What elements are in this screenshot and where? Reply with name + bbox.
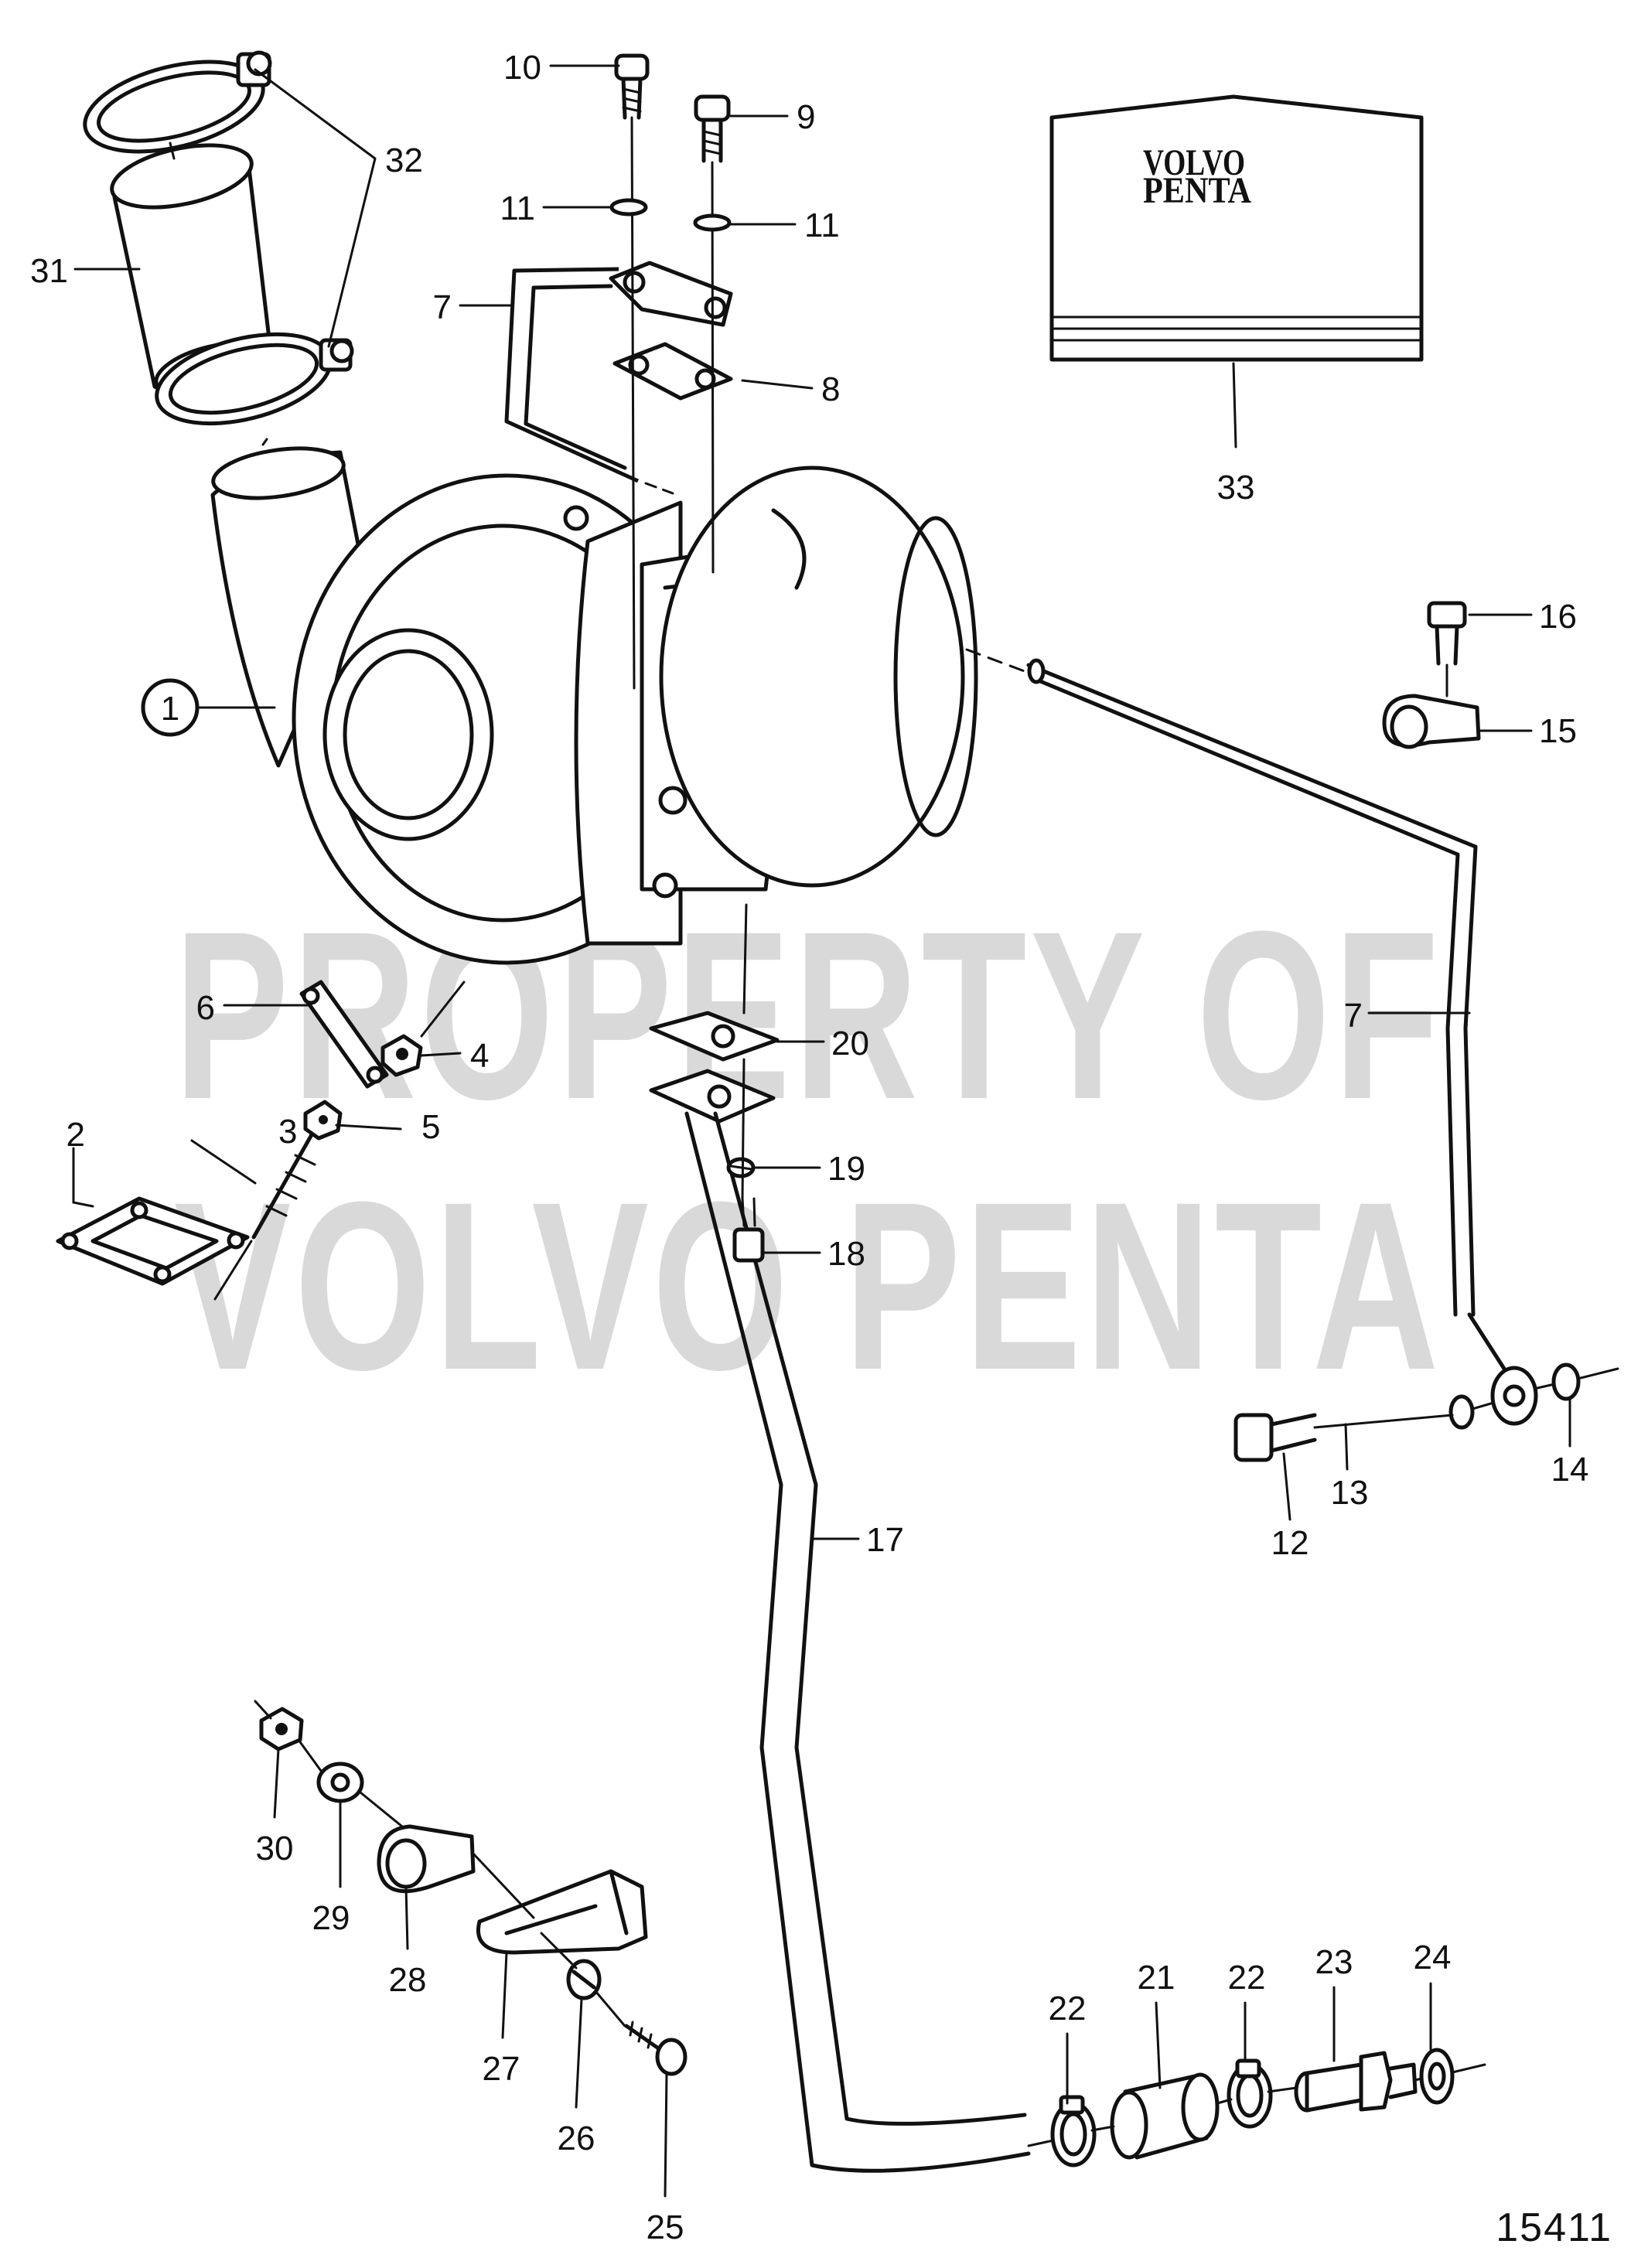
callout-30: 30 — [256, 1830, 294, 1867]
bolt-12 — [1233, 1413, 1317, 1462]
hose-clamp-22-right — [1227, 2058, 1273, 2129]
hose-21 — [1110, 2072, 1220, 2160]
oil-pipe-upper — [504, 261, 733, 495]
callout-15: 15 — [1539, 712, 1577, 750]
gasket-8 — [612, 342, 733, 401]
watermark-line-1: PROPERTY OF — [174, 881, 1442, 1149]
callout-7-upper: 7 — [433, 288, 452, 326]
clamp-28 — [377, 1824, 476, 1894]
callout-28: 28 — [389, 1961, 427, 1999]
hose-clamp-lower — [155, 332, 354, 426]
callout-21: 21 — [1138, 1959, 1175, 1997]
callout-32: 32 — [385, 142, 423, 179]
screw-9 — [694, 94, 731, 574]
banjo-fitting — [1467, 1312, 1538, 1426]
clip-15 — [1382, 694, 1481, 749]
turbocharger — [210, 446, 978, 965]
hose-clamp-upper — [83, 50, 272, 154]
washer-26 — [566, 1959, 602, 2000]
callout-17: 17 — [866, 1521, 904, 1559]
bolt-18 — [732, 1197, 765, 1263]
lock-plate-6 — [299, 980, 389, 1089]
manual-brand-line-1: VOLVO — [1143, 142, 1245, 183]
callout-24: 24 — [1414, 1939, 1452, 1976]
gasket-20 — [649, 1011, 780, 1062]
washer-24 — [1419, 2048, 1455, 2105]
bolt-16 — [1427, 601, 1467, 697]
callout-33: 33 — [1217, 469, 1255, 506]
callout-14: 14 — [1551, 1451, 1589, 1489]
bracket-27 — [476, 1869, 648, 1955]
callout-31: 31 — [30, 252, 68, 290]
hose-clamp-22-left — [1050, 2095, 1097, 2167]
nut-5 — [303, 1100, 343, 1141]
washer-14 — [1551, 1363, 1581, 1401]
callout-20: 20 — [831, 1025, 869, 1062]
callout-18: 18 — [827, 1235, 865, 1273]
callout-4: 4 — [470, 1037, 489, 1075]
callout-7-right: 7 — [1344, 997, 1363, 1035]
svg-text:1: 1 — [161, 690, 179, 728]
callout-5: 5 — [421, 1108, 440, 1146]
callout-2: 2 — [67, 1116, 85, 1154]
nut-4 — [380, 1034, 423, 1077]
callout-3: 3 — [278, 1113, 297, 1151]
nut-19 — [726, 1157, 756, 1178]
washer-11-left — [609, 198, 648, 217]
stud-3 — [213, 1123, 319, 1301]
gasket-2 — [56, 1196, 250, 1286]
callout-29: 29 — [312, 1899, 350, 1937]
oil-feed-pipe-7 — [965, 648, 1478, 1317]
screw-25 — [624, 2021, 688, 2076]
instruction-book — [1049, 94, 1424, 448]
washer-29 — [316, 1762, 364, 1803]
callout-26: 26 — [558, 2120, 595, 2157]
oil-return-pipe-17 — [684, 1111, 1031, 2173]
callout-13: 13 — [1331, 1474, 1369, 1512]
callout-27: 27 — [483, 2050, 520, 2088]
callout-10: 10 — [503, 49, 541, 87]
callout-6: 6 — [196, 989, 215, 1027]
callout-11-left: 11 — [500, 189, 535, 227]
watermark-line-2: VOLVO PENTA — [174, 1151, 1442, 1420]
callout-9: 9 — [797, 98, 815, 136]
callout-11-right: 11 — [804, 206, 840, 244]
drawing-number: 15411 — [1496, 2205, 1612, 2250]
callout-22-left: 22 — [1049, 1990, 1087, 2028]
washer-13 — [1448, 1394, 1475, 1430]
callout-23: 23 — [1315, 1943, 1353, 1981]
callout-22-right: 22 — [1228, 1959, 1266, 1997]
nipple-23 — [1294, 2051, 1418, 2113]
manual-brand-line-2: PENTA — [1143, 170, 1251, 211]
callout-19: 19 — [827, 1150, 865, 1188]
callout-25: 25 — [647, 2208, 684, 2246]
watermark: PROPERTY OF VOLVO PENTA — [174, 881, 1442, 1420]
callout-1: 1 — [141, 678, 200, 737]
callout-16: 16 — [1539, 598, 1577, 636]
callout-12: 12 — [1271, 1524, 1309, 1562]
callout-8: 8 — [821, 370, 840, 408]
leader-lines — [72, 64, 1571, 2198]
washer-11-right — [693, 213, 732, 232]
